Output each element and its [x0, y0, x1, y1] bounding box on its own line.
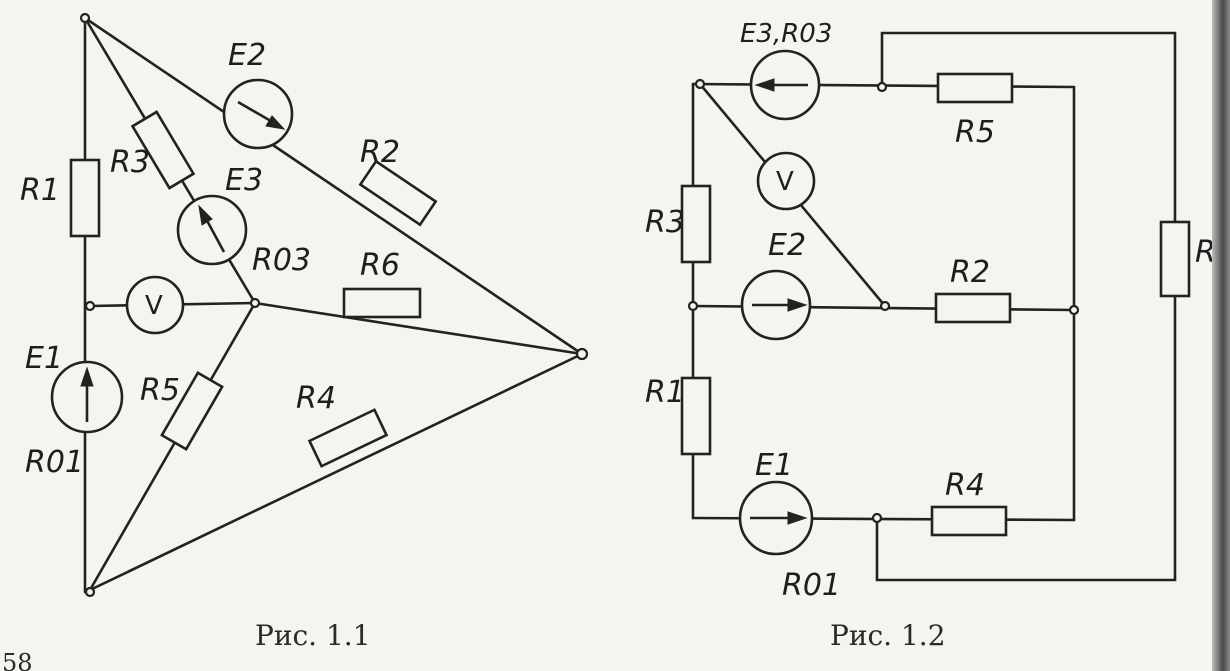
- caption-fig-1-1: Рис. 1.1: [255, 619, 371, 652]
- label-v: V: [145, 291, 163, 321]
- resistor-r3: [130, 110, 196, 190]
- e3-arrowhead: [198, 204, 213, 226]
- fig2-label-e1: E1: [755, 448, 793, 483]
- voltmeter-v: [125, 275, 185, 335]
- fig2-label-r1: R1: [645, 375, 685, 410]
- fig2-resistor-r6: [1159, 220, 1191, 298]
- label-r3: R3: [110, 145, 150, 180]
- caption-fig-1-2: Рис. 1.2: [830, 619, 946, 652]
- fig2-e2-arrowhead: [787, 298, 808, 312]
- label-r1: R1: [20, 173, 60, 208]
- label-e1: E1: [25, 341, 63, 376]
- label-r01: R01: [25, 445, 84, 480]
- node-left: [84, 300, 96, 312]
- label-r6: R6: [360, 248, 400, 283]
- label-e2: E2: [228, 38, 266, 73]
- fig2-resistor-r5: [936, 72, 1014, 104]
- resistor-r2: [358, 159, 438, 227]
- node-top: [79, 12, 91, 24]
- resistor-r1: [69, 158, 101, 238]
- scan-edge: [1212, 0, 1230, 671]
- e1-arrowhead: [80, 366, 94, 387]
- label-r5: R5: [140, 373, 180, 408]
- fig2-resistor-r2: [934, 292, 1012, 324]
- top-right-wire: [83, 16, 584, 356]
- fig2-e1-arrowhead: [787, 511, 808, 525]
- fig2-e3-arrowhead: [754, 78, 775, 92]
- fig2-resistor-r1: [680, 376, 712, 456]
- fig2-resistor-r3: [680, 184, 712, 264]
- fig2-node-right-mid: [1068, 304, 1080, 316]
- fig2-label-r5: R5: [955, 115, 995, 150]
- label-r03: R03: [252, 243, 311, 278]
- center-right-wire: [253, 301, 584, 356]
- fig2-voltmeter-v: [756, 151, 816, 211]
- e2-arrowhead: [265, 115, 286, 130]
- fig2-node-top-mid: [876, 81, 888, 93]
- fig2-node-left-mid: [687, 300, 699, 312]
- label-e3: E3: [225, 163, 263, 198]
- page-number: 58: [2, 649, 33, 671]
- fig2-label-r01: R01: [782, 568, 841, 603]
- figure-1-2: E3,R03 R5 R3 V E2 R2 R1 E1 R4 R01 R6 Рис…: [645, 19, 1230, 652]
- node-center: [249, 297, 261, 309]
- fig2-label-e2: E2: [768, 228, 806, 263]
- resistor-r6: [342, 287, 422, 319]
- node-right: [575, 347, 589, 361]
- label-r4: R4: [296, 381, 336, 416]
- fig2-label-r3: R3: [645, 205, 685, 240]
- fig2-node-mid: [879, 300, 891, 312]
- node-bottom: [84, 586, 96, 598]
- bottom-center-wire: [88, 301, 257, 592]
- fig2-label-r4: R4: [945, 468, 985, 503]
- fig2-node-bottom-mid: [871, 512, 883, 524]
- resistor-r4: [307, 408, 389, 468]
- label-r2: R2: [360, 135, 400, 170]
- fig2-label-r2: R2: [950, 255, 990, 290]
- resistor-r5: [160, 371, 224, 451]
- bottom-right-wire: [88, 352, 584, 592]
- fig2-label-e3r03: E3,R03: [740, 19, 832, 49]
- fig2-resistor-r4: [930, 505, 1008, 537]
- fig2-node-top-left: [694, 78, 706, 90]
- fig2-outer-loop: [875, 31, 1177, 582]
- fig2-label-v: V: [776, 167, 794, 197]
- figure-1-1: R1 E1 R01 R3 E2 E3 R03 R2 R6 R5 R4 V Рис…: [20, 12, 589, 652]
